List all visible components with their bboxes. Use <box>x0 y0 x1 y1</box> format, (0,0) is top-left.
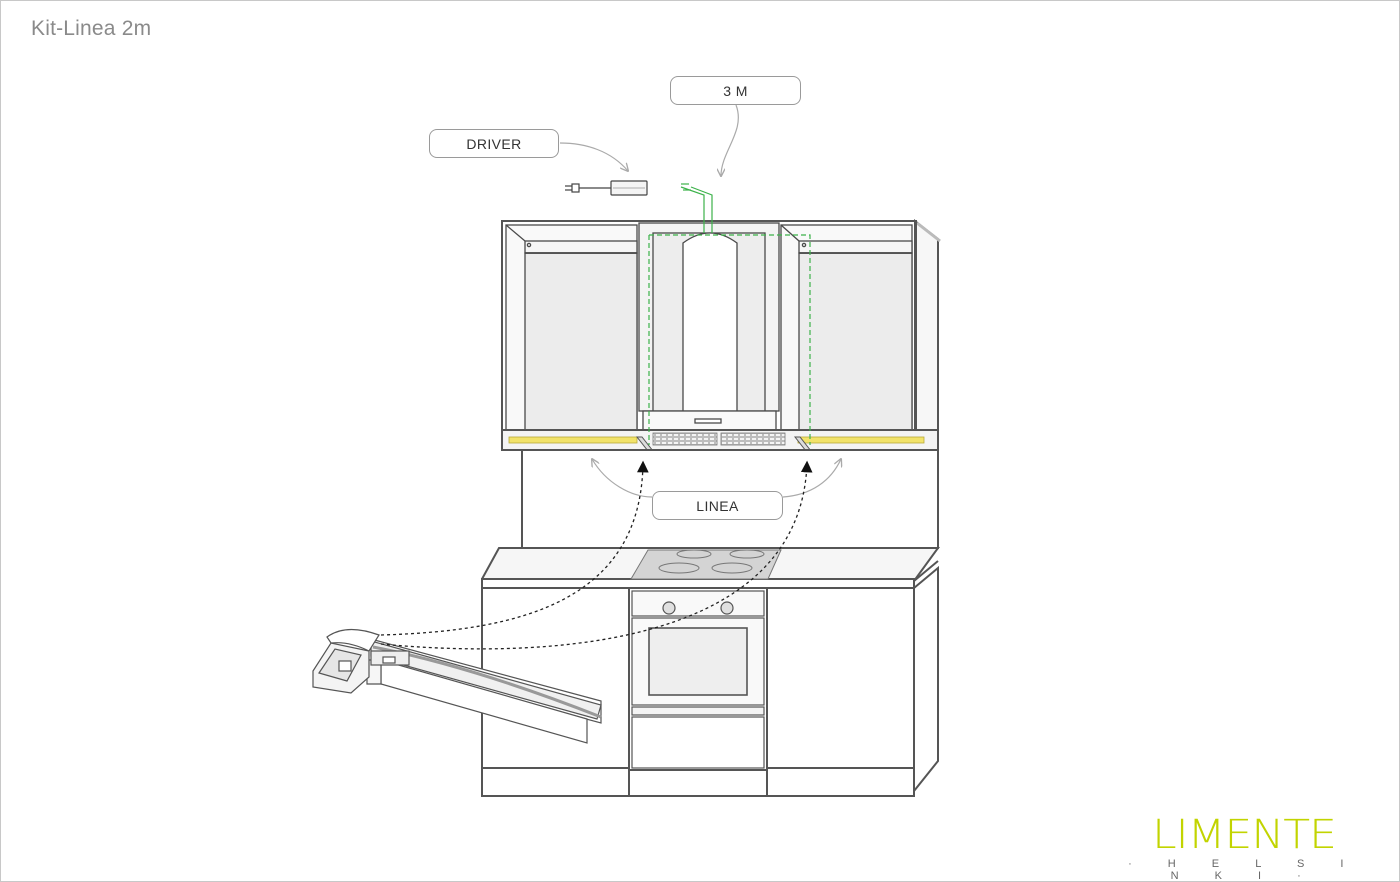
brand-name: LIMENTE <box>1152 811 1337 858</box>
driver-unit <box>565 180 648 196</box>
led-strip-left <box>508 436 638 444</box>
callout-linea: LINEA <box>652 491 783 520</box>
linea-profile-detail <box>312 628 602 744</box>
brand-logo: LIMENTE · H E L S I N K I · <box>1126 811 1362 881</box>
annotation-arrows <box>380 104 841 650</box>
brand-city: · H E L S I N K I · <box>1128 858 1360 882</box>
callout-driver: DRIVER <box>429 129 559 158</box>
callout-cable-length: 3 M <box>670 76 801 105</box>
cable-3m <box>648 183 811 445</box>
page-title: Kit-Linea 2m <box>31 17 152 40</box>
cooktop <box>630 549 782 580</box>
upper-cabinets <box>501 218 941 451</box>
base-cabinets <box>481 565 939 797</box>
led-strip-right <box>797 436 925 444</box>
